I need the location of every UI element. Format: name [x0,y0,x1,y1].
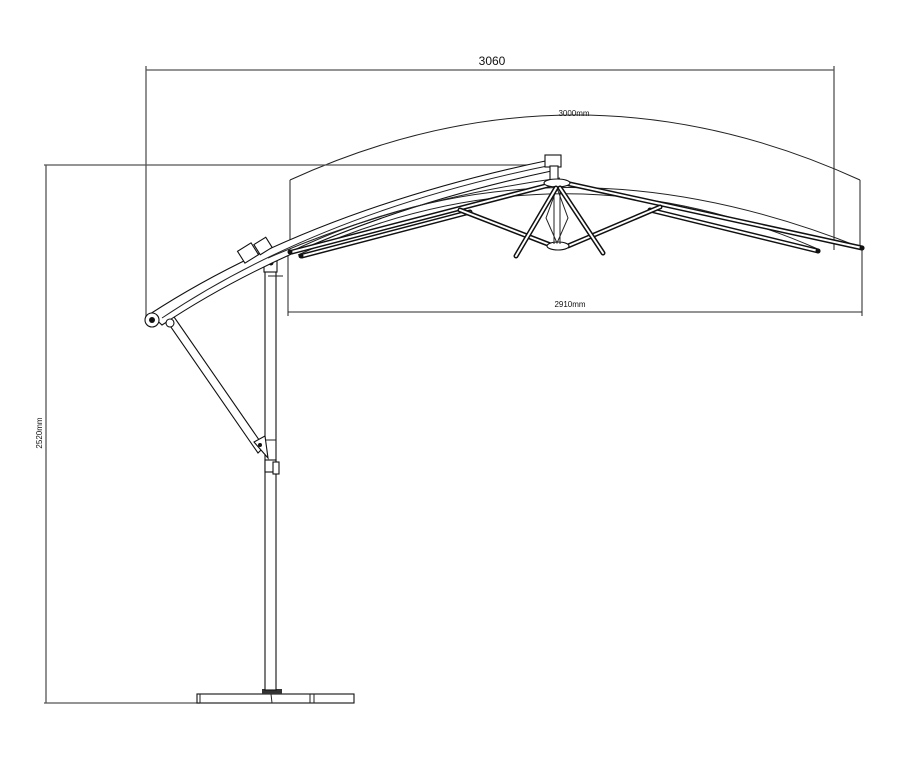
dimension-overall-width: 3060 [145,54,835,320]
label-canopy-arc: 3000mm [558,109,589,118]
strut-tube [165,313,265,454]
arm-lock [253,236,273,256]
crank-lock-icon [272,461,280,475]
parasol-base [196,689,355,704]
rib-tip [298,253,304,259]
canopy-frame [287,178,865,259]
arm-head-joint [544,154,562,168]
dimension-canopy-span: 2910mm [287,250,863,316]
main-pole [263,257,283,691]
arm-slider [236,242,260,264]
base-plate [196,693,355,704]
rib-tip [859,245,865,251]
label-canopy-span: 2910mm [554,300,585,309]
dimension-canopy-arc: 3000mm [289,109,861,250]
pole-tube [264,269,277,691]
support-strut [165,313,269,460]
label-overall-height: 2520mm [35,417,44,448]
rib-tip [815,248,821,254]
arc-dimension-line [289,114,861,181]
dimension-overall-height: 2520mm [35,164,560,704]
strut-bracket [253,435,269,460]
rib-tip [287,249,293,255]
canopy-fabric-line [289,187,863,253]
pole-foot-flange [262,689,282,694]
label-overall-width: 3060 [479,54,506,68]
canopy-runner-hub [546,241,570,251]
